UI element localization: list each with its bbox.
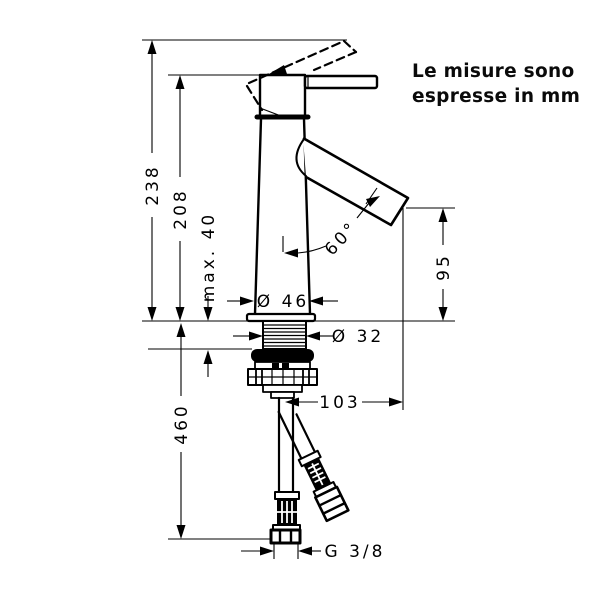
body-left-edge [253, 117, 263, 316]
units-note: Le misure sono espresse in mm [412, 61, 580, 107]
dim-label-95: 95 [434, 253, 454, 281]
dim-spout-outlet-height: 95 [434, 208, 454, 321]
dim-spout-top-height: 208 [171, 75, 191, 321]
dim-label-460: 460 [172, 403, 192, 444]
dim-label-103: 103 [319, 393, 360, 413]
dim-hose-length: 460 [172, 323, 192, 539]
dim-label-g38: G 3/8 [325, 542, 386, 562]
lever-raised-dashed [245, 39, 358, 112]
dim-spout-reach: 103 [285, 393, 403, 413]
supply-hose-vertical [269, 396, 302, 545]
control-head [258, 73, 307, 119]
dim-body-diameter: Ø 46 [227, 292, 338, 312]
dim-connection-thread: G 3/8 [241, 542, 386, 562]
dim-label-d32: Ø 32 [332, 327, 384, 347]
dim-label-60deg: 60° [321, 218, 362, 260]
dim-total-height: 238 [143, 40, 163, 321]
dim-label-max40: max. 40 [199, 212, 219, 302]
faucet-outline [245, 39, 410, 545]
spout [302, 136, 410, 227]
threaded-shank [262, 320, 307, 350]
mounting-nut [247, 361, 318, 399]
base-flange [245, 312, 317, 323]
units-note-line2: espresse in mm [412, 86, 580, 107]
dim-label-208: 208 [171, 188, 191, 229]
dim-max-mounting-depth: max. 40 [199, 212, 219, 377]
dim-label-238: 238 [143, 164, 163, 205]
hose-end-nut [269, 528, 302, 545]
spout-fillet [295, 138, 307, 177]
seal-washer [251, 349, 314, 362]
supply-hose-angled [277, 410, 350, 523]
dim-label-d46: Ø 46 [257, 292, 309, 312]
units-note-line1: Le misure sono [412, 61, 575, 82]
lever-handle [303, 74, 379, 90]
dim-shank-diameter: Ø 32 [233, 327, 384, 347]
